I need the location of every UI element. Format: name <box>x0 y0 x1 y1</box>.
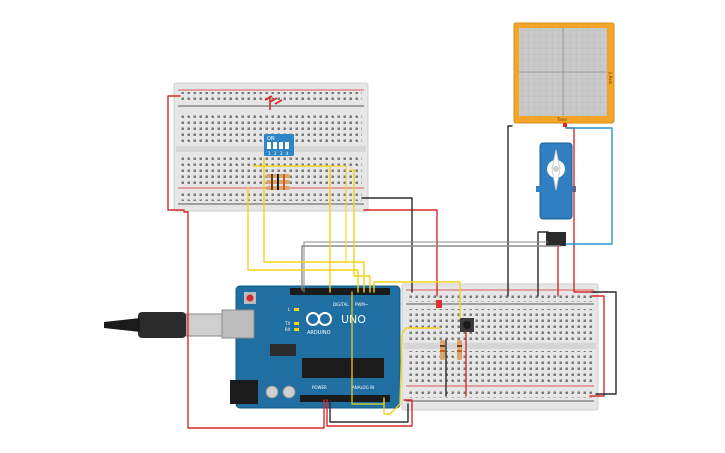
led-rx-label: RX <box>285 327 291 332</box>
arduino-logo-icon <box>306 312 332 326</box>
dip-pos-1: 1 <box>268 151 271 156</box>
dip-pos-4: 4 <box>286 151 289 156</box>
dip-switch[interactable]: ON 1 2 3 4 <box>264 134 294 156</box>
led-l-label: L <box>288 307 291 312</box>
arduino-board-label: UNO <box>341 313 366 326</box>
breadboard-bottom[interactable] <box>401 283 599 411</box>
plotter-time-label: Time <box>556 117 567 122</box>
dip-pos-3: 3 <box>280 151 283 156</box>
breadboard-top[interactable] <box>173 82 369 212</box>
resistor-bottom-2[interactable] <box>457 340 462 360</box>
wires[interactable] <box>167 95 617 429</box>
plotter-y-axis-label: y Axis <box>608 72 613 84</box>
power-label: POWER <box>312 385 327 390</box>
pushbutton[interactable] <box>460 318 474 332</box>
led-component[interactable] <box>436 300 442 308</box>
analog-in-label: ANALOG IN <box>352 385 374 390</box>
serial-plotter[interactable]: y Axis Time <box>513 22 615 127</box>
dip-pos-2: 2 <box>274 151 277 156</box>
digital-label: DIGITAL <box>333 302 349 307</box>
resistor-array-top[interactable] <box>266 174 290 190</box>
dip-switch-on-label: ON <box>267 136 275 142</box>
usb-cable[interactable] <box>104 312 223 338</box>
pwm-label: PWM~ <box>355 302 368 307</box>
resistor-bottom-1[interactable] <box>440 340 445 360</box>
servo-motor[interactable] <box>536 142 576 246</box>
arduino-brand-label: ARDUINO <box>307 330 331 336</box>
arduino-uno-board[interactable]: ARDUINO UNO DIGITAL PWM~ POWER ANALOG IN… <box>221 285 401 409</box>
led-tx-label: TX <box>284 321 290 326</box>
